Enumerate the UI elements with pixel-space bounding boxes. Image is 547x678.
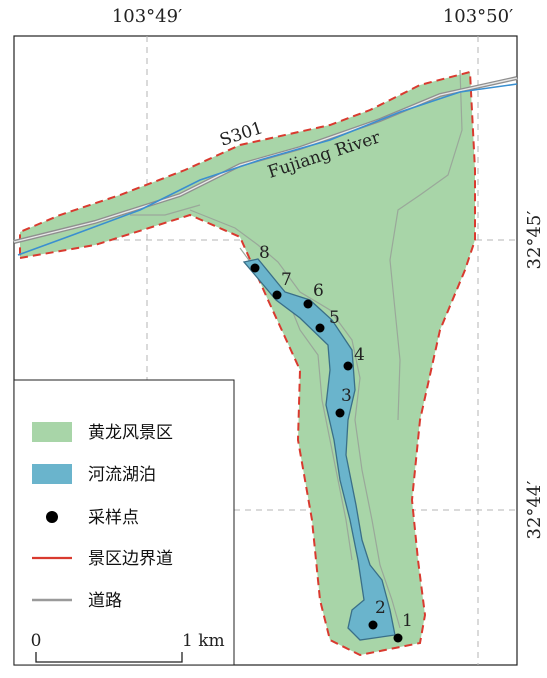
sample-label-1: 1 — [402, 611, 413, 631]
legend-label-scenic: 黄龙风景区 — [88, 423, 173, 443]
sample-label-6: 6 — [313, 281, 324, 301]
sample-labels: 1 2 3 4 5 6 7 8 — [259, 243, 413, 631]
legend-swatch-water — [32, 464, 72, 484]
legend-label-water: 河流湖泊 — [88, 465, 156, 485]
lat-label-1: 32°45′ — [524, 211, 545, 270]
scale-bar — [35, 652, 183, 663]
sample-label-7: 7 — [281, 270, 292, 290]
lon-label-1: 103°49′ — [112, 6, 182, 27]
sample-point-3 — [335, 408, 345, 418]
scale-label-zero: 0 — [31, 631, 42, 651]
lat-label-2: 32°44′ — [524, 481, 545, 540]
sample-point-1 — [393, 633, 403, 643]
legend-label-boundary: 景区边界道 — [88, 549, 173, 569]
legend-label-road: 道路 — [88, 591, 122, 611]
scale-label-km: 1 km — [182, 631, 225, 651]
sample-point-4 — [343, 361, 353, 371]
fujiang-river — [17, 83, 518, 256]
sample-label-4: 4 — [354, 345, 365, 365]
sample-points — [250, 263, 403, 643]
sample-point-7 — [272, 290, 282, 300]
sample-point-2 — [368, 620, 378, 630]
sample-point-5 — [315, 323, 325, 333]
sample-point-8 — [250, 263, 260, 273]
legend-swatch-scenic — [32, 422, 72, 442]
sample-point-6 — [303, 299, 313, 309]
sample-label-8: 8 — [259, 243, 270, 263]
sample-label-5: 5 — [329, 308, 340, 328]
lake-river — [242, 258, 396, 641]
legend-symbol-sample — [46, 511, 58, 523]
sample-label-2: 2 — [375, 598, 386, 618]
legend-label-sample: 采样点 — [88, 508, 139, 528]
lon-label-2: 103°50′ — [443, 6, 513, 27]
sample-label-3: 3 — [341, 386, 352, 406]
scenic-area — [19, 70, 476, 657]
